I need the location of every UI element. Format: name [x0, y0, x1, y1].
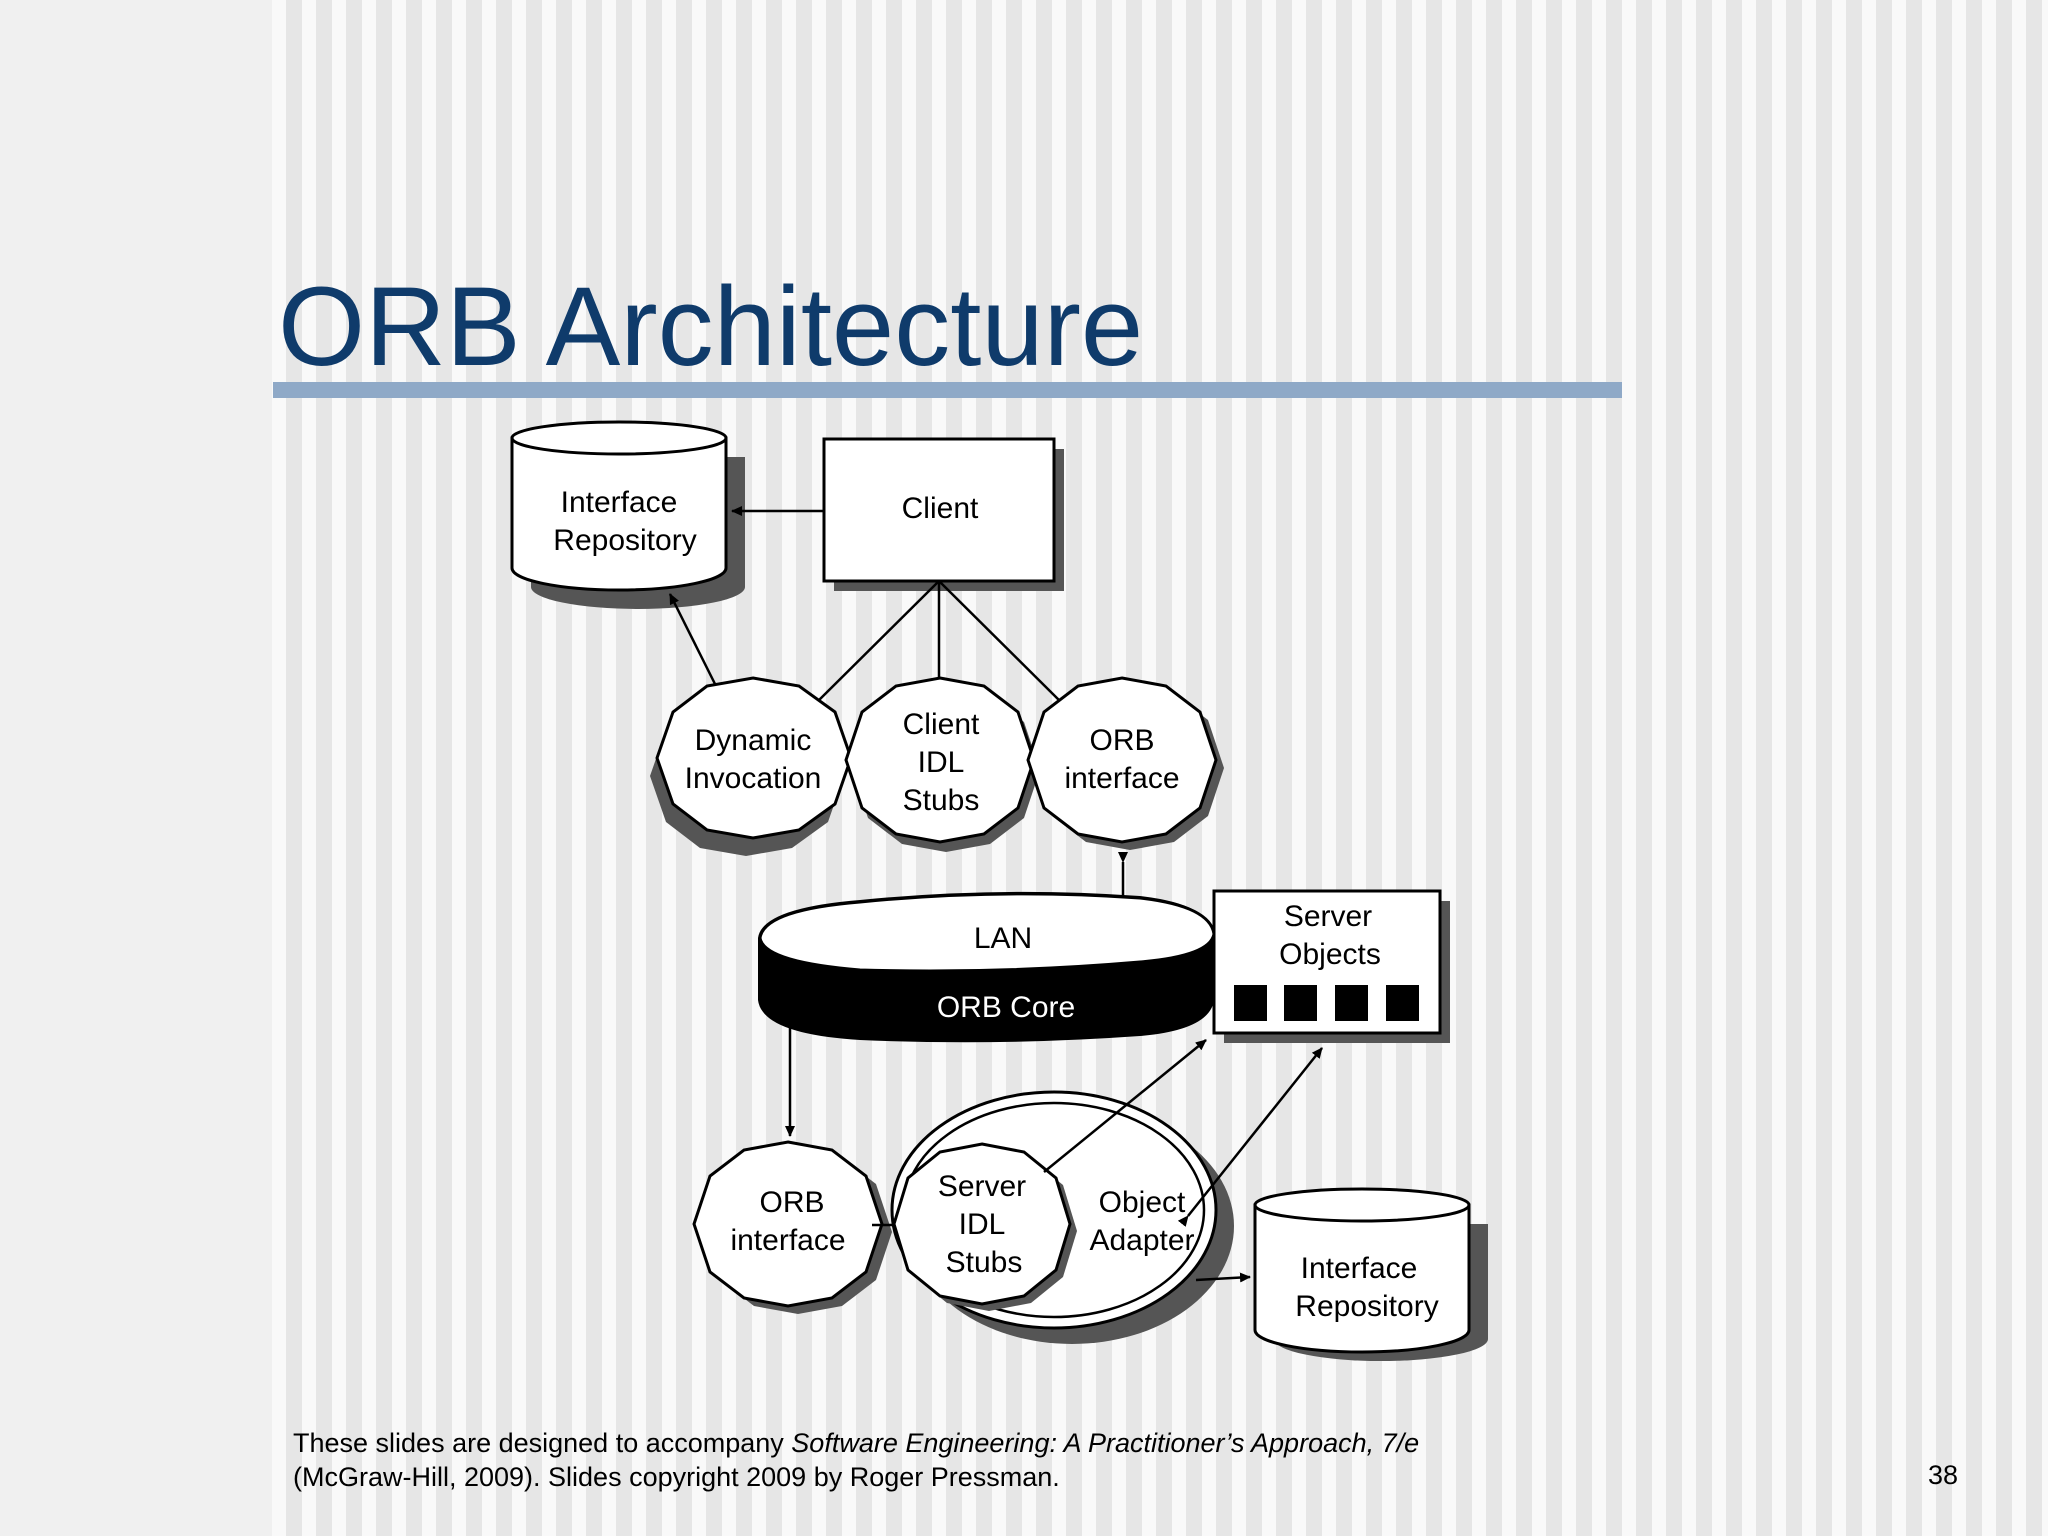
- server-idl-stubs-line2: IDL: [959, 1208, 1006, 1241]
- client-idl-stubs-line2: IDL: [918, 746, 965, 779]
- dynamic-invocation-line1: Dynamic: [695, 724, 812, 757]
- dynamic-invocation: Dynamic Invocation: [650, 676, 853, 856]
- orb-core-label: ORB Core: [937, 991, 1075, 1024]
- interface-repository-bottom: Interface Repository: [1253, 1187, 1488, 1361]
- adapter-server-objects-arrow: [1177, 1047, 1323, 1227]
- interface-repository-top: Interface Repository: [510, 420, 745, 609]
- server-objects-line2: Objects: [1279, 938, 1381, 971]
- server-object-1: [1234, 985, 1267, 1021]
- client-to-orb-interface-line: [938, 580, 1069, 710]
- page-number: 38: [1928, 1460, 1959, 1490]
- server-object-4: [1386, 985, 1419, 1021]
- server-object-3: [1335, 985, 1368, 1021]
- slide-title: ORB Architecture: [278, 264, 1144, 389]
- orb-interface-top-line2: interface: [1064, 762, 1179, 795]
- interface-repository-top-line1: Interface: [561, 486, 678, 519]
- footer-line1-prefix: These slides are designed to accompany: [293, 1428, 792, 1458]
- orb-interface-top: ORB interface: [1026, 676, 1224, 850]
- orb-interface-bottom-line2: interface: [730, 1224, 845, 1257]
- client-label: Client: [902, 492, 979, 525]
- server-idl-stubs-line1: Server: [938, 1170, 1026, 1203]
- dynamic-invocation-line2: Invocation: [685, 762, 822, 795]
- slide-left-band: [0, 0, 272, 1536]
- dynamic-invocation-to-repository-arrow: [668, 593, 720, 691]
- orb-interface-top-line1: ORB: [1089, 724, 1154, 757]
- slide-footer: These slides are designed to accompany S…: [293, 1426, 1419, 1494]
- interface-repository-bottom-line2: Repository: [1295, 1290, 1438, 1323]
- server-object-2: [1284, 985, 1317, 1021]
- footer-line1: These slides are designed to accompany S…: [293, 1426, 1419, 1460]
- footer-line2: (McGraw-Hill, 2009). Slides copyright 20…: [293, 1462, 1060, 1492]
- client-idl-stubs-line3: Stubs: [903, 784, 980, 817]
- footer-book-title: Software Engineering: A Practitioner’s A…: [791, 1428, 1420, 1458]
- client-to-dynamic-invocation-line: [809, 580, 940, 710]
- title-underline: [273, 382, 1622, 398]
- lan-label: LAN: [974, 922, 1032, 955]
- client-box: Client: [822, 437, 1064, 591]
- adapter-to-repository-arrow: [1195, 1272, 1251, 1283]
- orb-interface-bottom-line1: ORB: [759, 1186, 824, 1219]
- orb-interface-bottom: ORB interface: [692, 1140, 892, 1314]
- interface-repository-top-line2: Repository: [553, 524, 696, 557]
- server-idl-stubs-line3: Stubs: [946, 1246, 1023, 1279]
- object-adapter-line2: Adapter: [1089, 1224, 1194, 1257]
- client-idl-stubs: Client IDL Stubs: [844, 676, 1040, 852]
- server-objects-box: Server Objects: [1212, 889, 1450, 1043]
- server-idl-stubs: Server IDL Stubs: [892, 1142, 1077, 1311]
- object-adapter-line1: Object: [1099, 1186, 1186, 1219]
- server-objects-line1: Server: [1284, 900, 1372, 933]
- lan-orb-core: LAN ORB Core: [758, 891, 1216, 1043]
- client-idl-stubs-line1: Client: [903, 708, 980, 741]
- interface-repository-bottom-line1: Interface: [1301, 1252, 1418, 1285]
